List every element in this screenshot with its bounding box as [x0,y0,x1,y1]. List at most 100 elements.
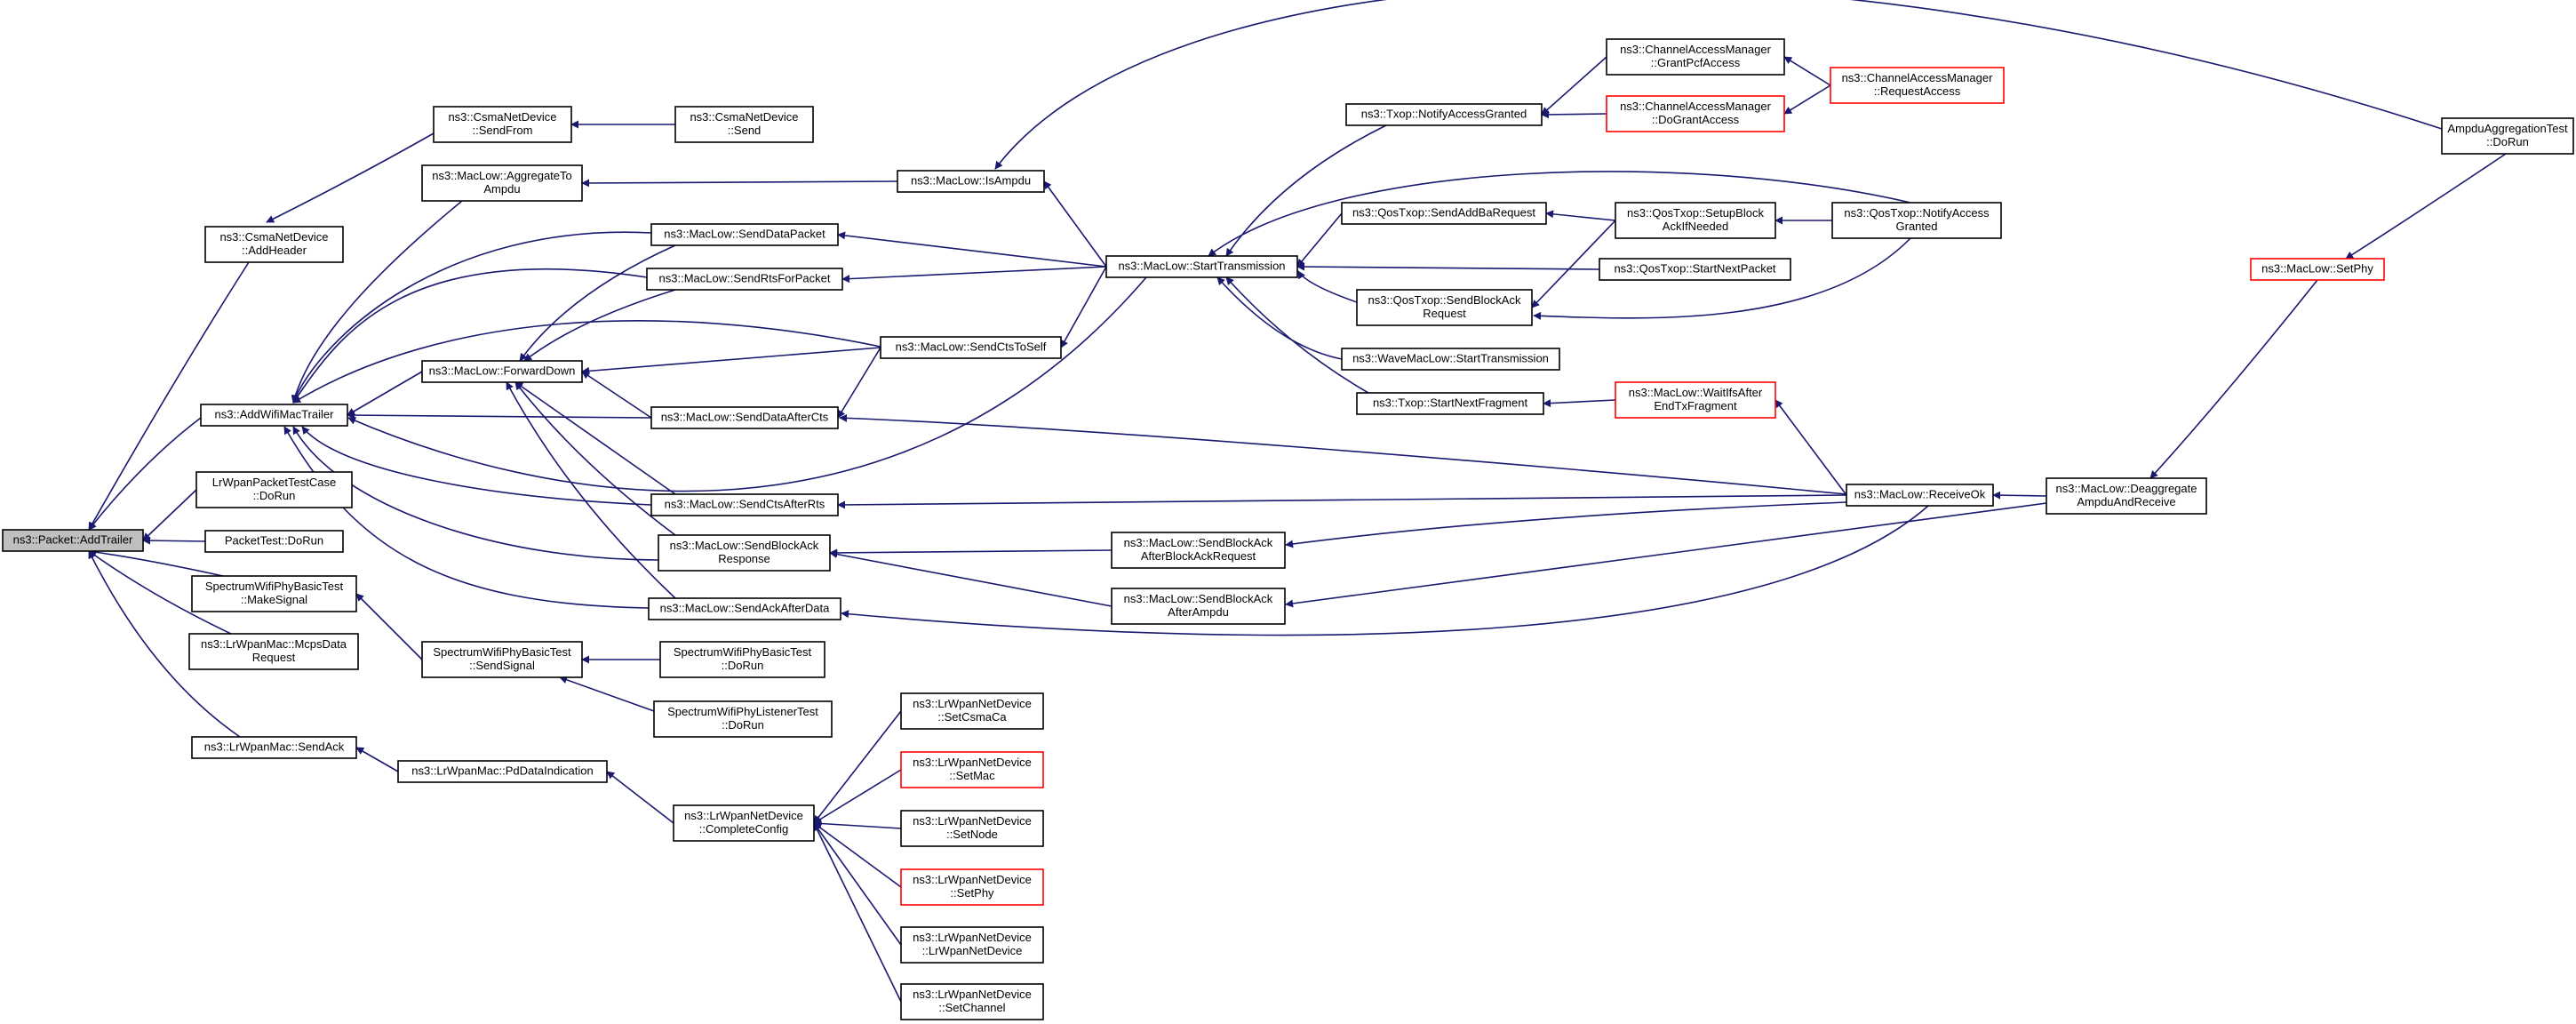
node-box [191,575,357,612]
call-edge [813,822,902,888]
node-box [1830,67,2005,104]
graph-node-csmasendfrom[interactable]: ns3::CsmaNetDevice::SendFrom [433,106,572,143]
graph-node-forwarddown[interactable]: ns3::MacLow::ForwardDown [421,360,583,383]
graph-node-addtrailer[interactable]: ns3::Packet::AddTrailer [2,529,144,552]
node-box [2250,258,2385,281]
node-label: AmpduAndReceive [2077,495,2175,508]
node-label: ::AddHeader [242,244,307,257]
graph-node-macsetphy[interactable]: ns3::MacLow::SetPhy [2250,258,2385,281]
edge-line [994,0,2443,170]
node-box [648,597,841,620]
graph-node-setmac[interactable]: ns3::LrWpanNetDevice::SetMac [900,751,1044,788]
graph-node-lrwpantestcase[interactable]: LrWpanPacketTestCase::DoRun [195,471,353,508]
edge-line [347,411,652,420]
node-label: ns3::MacLow::IsAmpdu [911,173,1031,187]
call-edge [88,417,202,531]
graph-node-setnode[interactable]: ns3::LrWpanNetDevice::SetNode [900,810,1044,847]
graph-node-completeconfig[interactable]: ns3::LrWpanNetDevice::CompleteConfig [673,804,815,842]
edge-line [1992,491,2047,500]
graph-node-qosnotifyaccess[interactable]: ns3::QosTxop::NotifyAccessGranted [1831,202,2002,239]
node-label: ::DoGrantAccess [1652,113,1740,126]
graph-node-csmasend[interactable]: ns3::CsmaNetDevice::Send [674,106,814,143]
call-edge [559,676,655,712]
call-edge [829,550,1113,607]
graph-node-starttransmission[interactable]: ns3::MacLow::StartTransmission [1105,255,1298,278]
edge-line [514,381,676,495]
node-label: ns3::MacLow::SendAckAfterData [660,601,831,614]
node-box [1356,289,1533,326]
node-label: ns3::MacLow::SendDataPacket [664,227,825,240]
node-label: ::SetNode [946,828,998,841]
edge-line [1545,210,1616,221]
node-label: ns3::LrWpanNetDevice [913,814,1032,828]
node-label: ns3::MacLow::SendRtsForPacket [659,271,831,284]
graph-node-pdindication[interactable]: ns3::LrWpanMac::PdDataIndication [397,760,608,783]
call-edge [292,426,659,561]
edge-line [88,261,250,531]
node-label: ns3::MacLow::SendBlockAck [1124,592,1273,605]
node-label: ns3::ChannelAccessManager [1842,71,1993,84]
graph-node-senddataaftercts[interactable]: ns3::MacLow::SendDataAfterCts [650,406,839,429]
node-box [1615,202,1776,239]
node-label: Request [252,651,296,664]
node-box [658,534,831,572]
graph-node-sendsignal[interactable]: SpectrumWifiPhyBasicTest::SendSignal [421,641,583,678]
graph-node-requestaccess[interactable]: ns3::ChannelAccessManager::RequestAccess [1830,67,2005,104]
graph-node-isampdu[interactable]: ns3::MacLow::IsAmpdu [897,170,1045,193]
graph-node-receiveok[interactable]: ns3::MacLow::ReceiveOk [1846,484,1994,507]
edge-line [606,771,674,824]
graph-node-listenerdorun[interactable]: SpectrumWifiPhyListenerTest::DoRun [653,700,833,738]
edge-line [1541,110,1607,119]
node-label: ns3::LrWpanMac::McpsData [201,637,347,651]
node-label: ns3::CsmaNetDevice [219,230,328,244]
call-edge [581,347,881,375]
graph-node-sendrts[interactable]: ns3::MacLow::SendRtsForPacket [646,268,843,291]
graph-node-sendctsafterrts[interactable]: ns3::MacLow::SendCtsAfterRts [650,493,839,516]
graph-node-addheader[interactable]: ns3::CsmaNetDevice::AddHeader [204,226,344,263]
graph-node-blockackafterreq[interactable]: ns3::MacLow::SendBlockAckAfterBlockAckRe… [1111,532,1286,569]
graph-node-senddatapacket[interactable]: ns3::MacLow::SendDataPacket [650,223,839,246]
graph-node-wavestart[interactable]: ns3::WaveMacLow::StartTransmission [1341,348,1560,371]
graph-node-sendackafterdata[interactable]: ns3::MacLow::SendAckAfterData [648,597,841,620]
call-edge [813,820,902,829]
graph-node-packettest[interactable]: PacketTest::DoRun [204,530,344,553]
call-edge [291,200,463,404]
call-edge [1225,124,1387,257]
graph-node-lrwpannetdevice[interactable]: ns3::LrWpanNetDevice::LrWpanNetDevice [900,926,1044,964]
graph-node-makesignal[interactable]: SpectrumWifiPhyBasicTest::MakeSignal [191,575,357,612]
node-label: ns3::WaveMacLow::StartTransmission [1352,351,1549,364]
graph-node-dograntaccess[interactable]: ns3::ChannelAccessManager::DoGrantAccess [1606,95,1785,132]
graph-node-setcsmaca[interactable]: ns3::LrWpanNetDevice::SetCsmaCa [900,692,1044,730]
graph-node-addwifimac[interactable]: ns3::AddWifiMacTrailer [200,404,348,427]
node-box [900,810,1044,847]
edge-line [813,820,902,829]
graph-node-ampdutest[interactable]: AmpduAggregationTest::DoRun [2441,117,2574,155]
edge-line [581,371,652,419]
graph-node-setchannel[interactable]: ns3::LrWpanNetDevice::SetChannel [900,983,1044,1020]
graph-node-startnextpacket[interactable]: ns3::QosTxop::StartNextPacket [1599,258,1791,281]
node-box [188,633,359,670]
graph-node-grantpcf[interactable]: ns3::ChannelAccessManager::GrantPcfAcces… [1606,38,1785,76]
graph-node-lrsetphy[interactable]: ns3::LrWpanNetDevice::SetPhy [900,868,1044,906]
graph-node-sendctstoself[interactable]: ns3::MacLow::SendCtsToSelf [880,336,1062,359]
graph-node-notifyaccessgranted[interactable]: ns3::Txop::NotifyAccessGranted [1345,103,1543,126]
node-box [897,170,1045,193]
node-label: Request [1423,307,1466,320]
graph-node-sendaddba[interactable]: ns3::QosTxop::SendAddBaRequest [1341,202,1547,225]
call-edge [1296,212,1343,268]
node-box [653,700,833,738]
node-box [1599,258,1791,281]
graph-node-startnextfragment[interactable]: ns3::Txop::StartNextFragment [1356,392,1544,415]
graph-node-sendack[interactable]: ns3::LrWpanMac::SendAck [191,736,357,759]
call-edge [88,550,241,738]
graph-node-basicdorun[interactable]: SpectrumWifiPhyBasicTest::DoRun [659,641,825,678]
edge-line [292,268,648,404]
